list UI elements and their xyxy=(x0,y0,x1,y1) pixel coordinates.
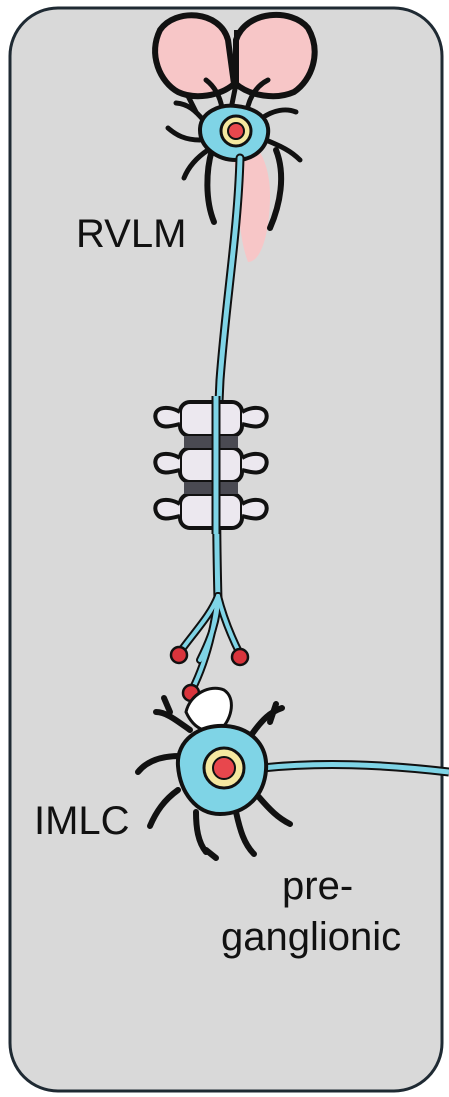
rvlm-label: RVLM xyxy=(76,212,186,256)
spine-icon xyxy=(155,396,266,534)
preganglionic-label-line2: ganglionic xyxy=(221,915,401,959)
preganglionic-label-line1: pre- xyxy=(282,864,353,908)
imlc-label: IMLC xyxy=(34,799,130,843)
